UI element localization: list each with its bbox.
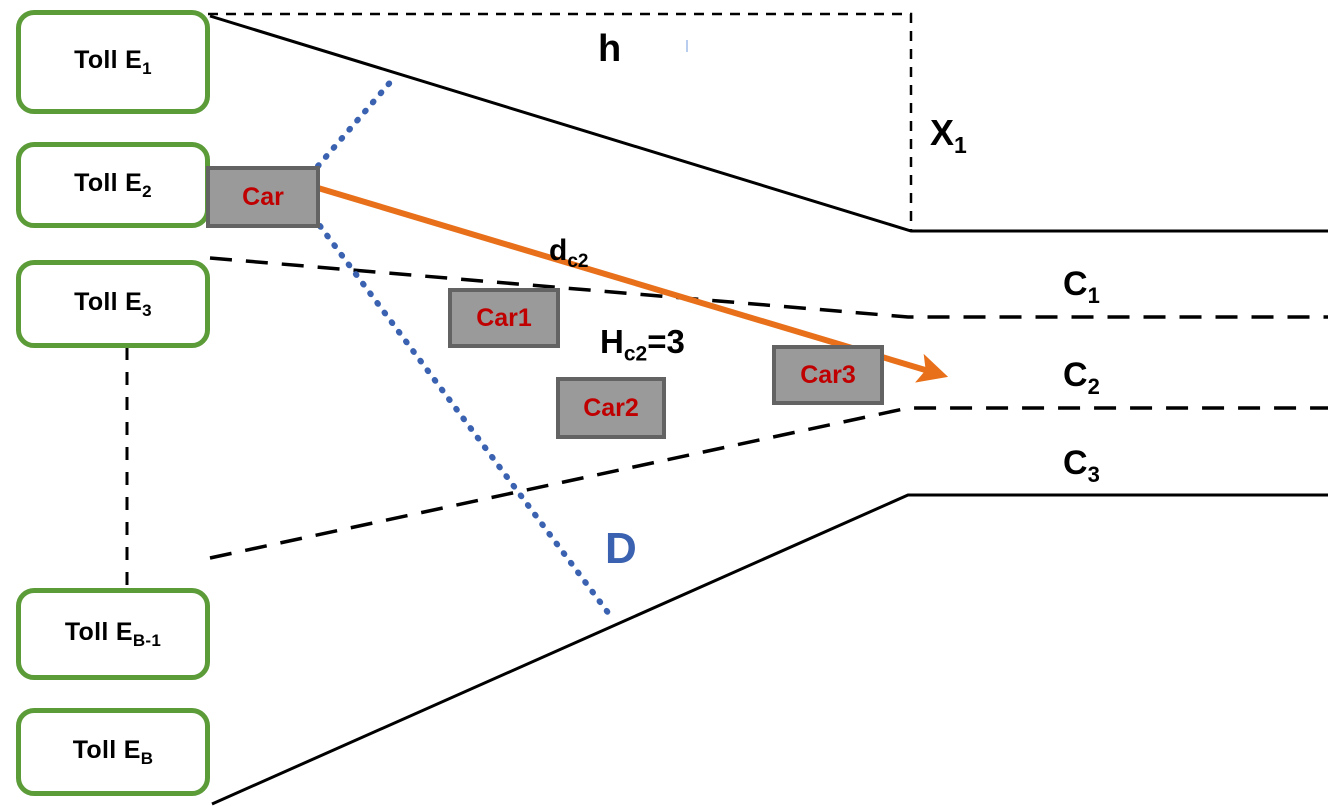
car-3-label: Car3 (800, 360, 856, 389)
toll-booth-e3-label: Toll E3 (74, 287, 152, 320)
detection-cone-lower-ray (317, 223, 615, 621)
lane-label-c3: C3 (1063, 444, 1100, 487)
toll-booth-e2-label: Toll E2 (74, 168, 152, 201)
car-2[interactable]: Car2 (556, 377, 666, 439)
car-2-label: Car2 (583, 393, 639, 422)
distance-arrow-dc2 (317, 185, 949, 383)
car-ego[interactable]: Car (206, 166, 320, 228)
lane-label-c2: C2 (1063, 356, 1100, 399)
label-detection-range-d: D (605, 524, 637, 573)
car-1-label: Car1 (476, 303, 532, 332)
lane-divider-c1-c2 (209, 256, 1328, 319)
road-upper-boundary (209, 14, 1328, 233)
label-headway-hc2: Hc2=3 (600, 323, 685, 366)
label-h: h (598, 28, 622, 70)
toll-booth-eb-label: Toll EB (72, 735, 154, 768)
toll-booth-eb[interactable]: Toll EB (16, 708, 210, 796)
toll-booth-eb-1[interactable]: Toll EB-1 (16, 588, 210, 680)
car-ego-label: Car (242, 182, 284, 211)
toll-booth-e2[interactable]: Toll E2 (16, 142, 210, 228)
lane-divider-c2-c3 (209, 406, 1328, 560)
toll-booth-e3[interactable]: Toll E3 (16, 260, 210, 348)
car-1[interactable]: Car1 (448, 288, 560, 348)
h-measure-rect-dashed (208, 12, 913, 230)
label-distance-dc2: dc2 (549, 234, 589, 272)
car-3[interactable]: Car3 (772, 345, 884, 405)
toll-booth-e1[interactable]: Toll E1 (16, 10, 210, 114)
detection-cone-upper-ray (315, 76, 396, 169)
label-x1: X1 (930, 112, 967, 159)
toll-booth-eb-1-label: Toll EB-1 (64, 617, 162, 650)
toll-booth-e1-label: Toll E1 (74, 45, 152, 78)
road-lower-boundary (211, 493, 1328, 806)
lane-label-c1: C1 (1063, 265, 1100, 308)
